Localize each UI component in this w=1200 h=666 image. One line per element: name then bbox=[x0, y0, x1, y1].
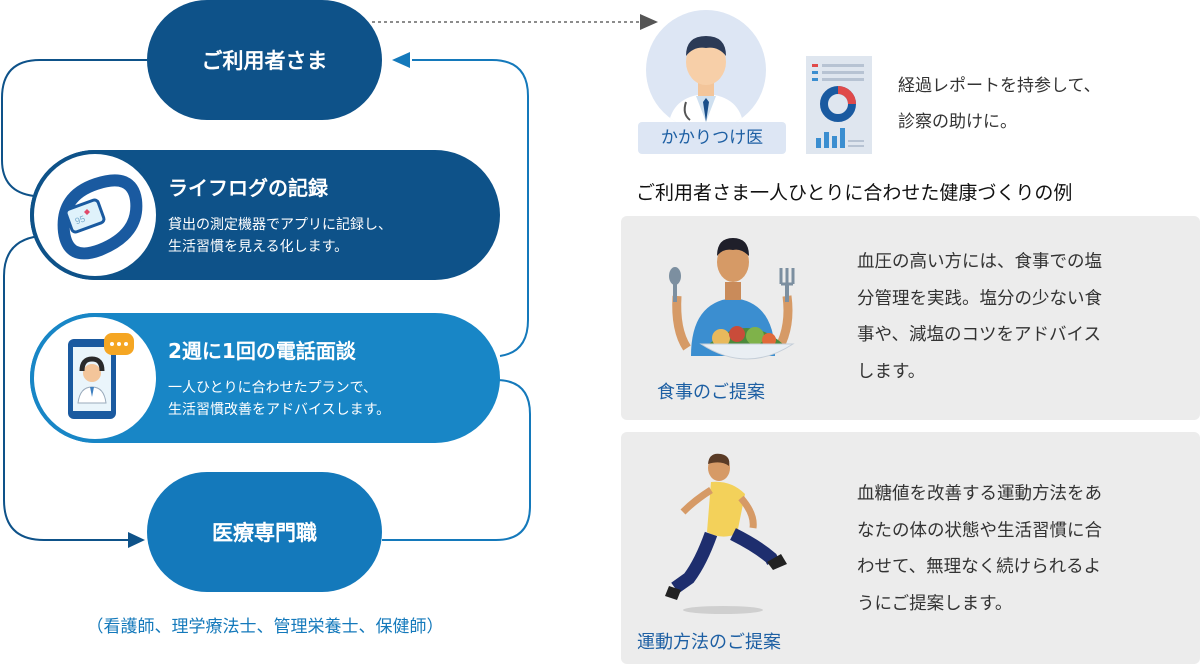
report-document-icon bbox=[806, 56, 872, 154]
band-display-value: 95 bbox=[74, 214, 87, 227]
loop-left-outer bbox=[1, 59, 147, 197]
professional-node: 医療専門職 bbox=[147, 472, 382, 592]
phone-consult-description: 一人ひとりに合わせたプランで、 生活習慣改善をアドバイスします。 bbox=[168, 380, 391, 418]
loop-right-upper bbox=[412, 59, 529, 357]
wearable-band-icon: 95 bbox=[30, 150, 160, 280]
user-node: ご利用者さま bbox=[147, 0, 382, 120]
runner-icon bbox=[661, 450, 801, 620]
arrow-to-professional bbox=[128, 532, 145, 548]
meal-suggestion-panel: 食事のご提案 血圧の高い方には、食事での塩 分管理を実践。塩分の少ない食 事や、… bbox=[621, 216, 1200, 420]
meal-person-icon bbox=[651, 226, 801, 376]
doctor-icon bbox=[646, 10, 766, 130]
report-description: 経過レポートを持参して、 診察の助けに。 bbox=[898, 76, 1101, 132]
meal-description: 血圧の高い方には、食事での塩 分管理を実践。塩分の少ない食 事や、減塩のコツをア… bbox=[857, 252, 1102, 382]
exercise-label: 運動方法のご提案 bbox=[637, 632, 781, 653]
exercise-suggestion-panel: 運動方法のご提案 血糖値を改善する運動方法をあ なたの体の状態や生活習慣に合 わ… bbox=[621, 432, 1200, 664]
exercise-description: 血糖値を改善する運動方法をあ なたの体の状態や生活習慣に合 わせて、無理なく続け… bbox=[857, 484, 1102, 614]
professional-node-label: 医療専門職 bbox=[212, 521, 317, 545]
professional-roles-note: （看護師、理学療法士、管理栄養士、保健師） bbox=[86, 617, 444, 637]
loop-left-lower bbox=[3, 235, 128, 541]
arrow-to-user bbox=[392, 52, 410, 68]
lifelog-step-card: 95 ライフログの記録 貸出の測定機器でアプリに記録し、 生活習慣を見える化しま… bbox=[30, 150, 500, 280]
tablet-call-icon bbox=[30, 313, 160, 443]
phone-consult-title: 2週に1回の電話面談 bbox=[168, 339, 356, 363]
lifelog-description: 貸出の測定機器でアプリに記録し、 生活習慣を見える化します。 bbox=[168, 217, 392, 255]
arrow-to-doctor bbox=[640, 14, 658, 30]
phone-consult-step-card: 2週に1回の電話面談 一人ひとりに合わせたプランで、 生活習慣改善をアドバイスし… bbox=[30, 313, 500, 443]
meal-label: 食事のご提案 bbox=[657, 382, 765, 403]
doctor-label: かかりつけ医 bbox=[638, 122, 786, 154]
lifelog-title: ライフログの記録 bbox=[168, 176, 328, 200]
loop-right-lower bbox=[382, 379, 531, 541]
user-node-label: ご利用者さま bbox=[201, 49, 328, 73]
examples-heading: ご利用者さま一人ひとりに合わせた健康づくりの例 bbox=[636, 182, 1073, 204]
